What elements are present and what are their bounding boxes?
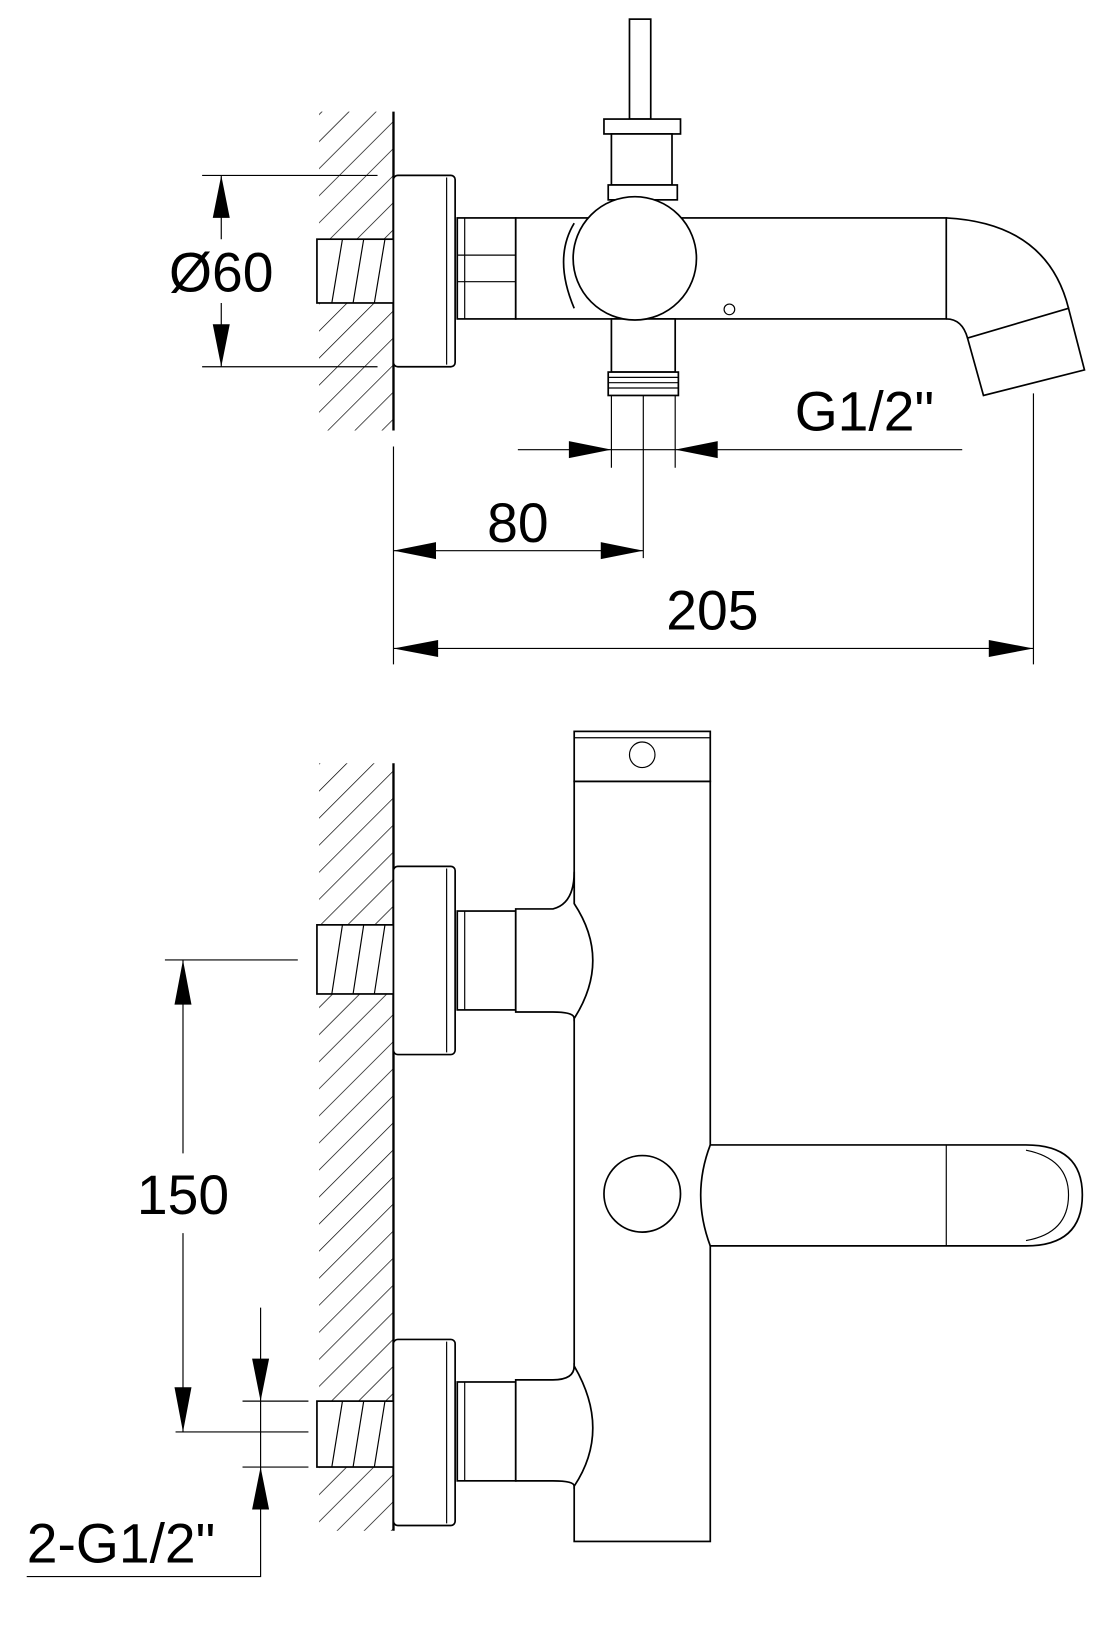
dimension-label-inlet-thread: 2-G1/2" xyxy=(27,1513,216,1575)
diverter-knob xyxy=(603,1154,682,1233)
dimension-label-205: 205 xyxy=(666,579,758,641)
dimension-label-diameter: Ø60 xyxy=(169,241,273,303)
side-view: Ø60 G1/2" 80 205 xyxy=(169,18,1086,665)
bottom-outlet xyxy=(607,318,680,397)
diverter-stem xyxy=(603,18,682,201)
flange xyxy=(392,174,456,368)
dimension-inlet-thread: 2-G1/2" xyxy=(27,1307,309,1578)
front-view: 150 2-G1/2" xyxy=(27,730,1084,1578)
dimension-80: 80 xyxy=(392,395,644,665)
upper-inlet xyxy=(316,865,594,1056)
dimension-205: 205 xyxy=(393,393,1035,665)
lever-handle xyxy=(699,1144,1084,1247)
top-cap-hole xyxy=(628,741,656,769)
body xyxy=(573,730,712,1543)
dimension-diameter: Ø60 xyxy=(169,174,378,368)
wall-thread xyxy=(316,238,395,304)
dimension-outlet-thread: G1/2" xyxy=(517,381,963,468)
dimension-150: 150 xyxy=(137,959,309,1433)
dimension-label-150: 150 xyxy=(137,1164,229,1226)
mixer-body-circle xyxy=(572,195,698,321)
dimension-label-80: 80 xyxy=(487,492,548,554)
dimension-label-outlet-thread: G1/2" xyxy=(795,381,934,443)
connector-nut xyxy=(456,217,517,320)
lower-inlet xyxy=(316,1338,594,1527)
